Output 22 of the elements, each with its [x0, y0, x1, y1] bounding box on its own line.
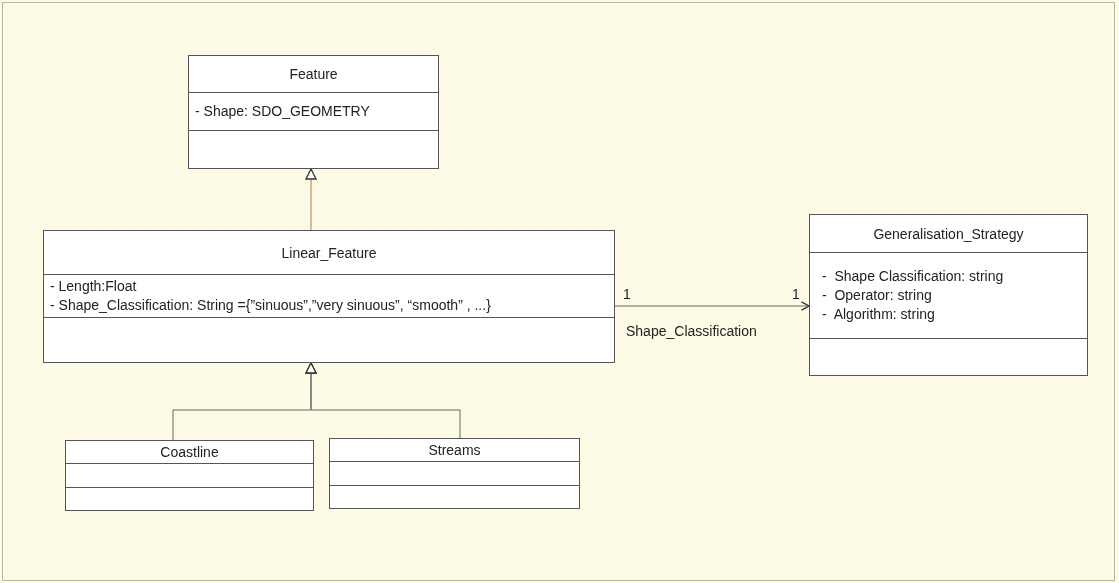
multiplicity-label: 1 [792, 286, 800, 302]
multiplicity-label: 1 [623, 286, 631, 302]
class-name: Streams [428, 442, 481, 458]
class-name: Coastline [160, 444, 219, 460]
attribute-text: - Length:Float [50, 277, 138, 296]
class-name: Linear_Feature [281, 244, 377, 261]
attribute-text: - Shape_Classification: String ={”sinuous”,”very sinuous”, “smooth” , ...} [50, 296, 492, 315]
inheritance-arrow [305, 168, 317, 231]
attribute-text: - Shape Classification: string [822, 267, 1005, 286]
class-name: Generalisation_Strategy [873, 225, 1024, 242]
class-box [188, 55, 439, 169]
class-box [809, 214, 1088, 376]
class-box [43, 230, 615, 363]
class-box [329, 438, 580, 509]
class-name: Feature [289, 66, 338, 82]
attribute-text: - Shape: SDO_GEOMETRY [195, 102, 371, 121]
class-box [65, 440, 314, 511]
attribute-text: - Algorithm: string [822, 305, 936, 324]
association-arrow [614, 301, 810, 311]
inheritance-arrow [305, 362, 461, 439]
edge-label: Shape_Classification [626, 323, 757, 339]
attribute-text: - Operator: string [822, 286, 933, 305]
